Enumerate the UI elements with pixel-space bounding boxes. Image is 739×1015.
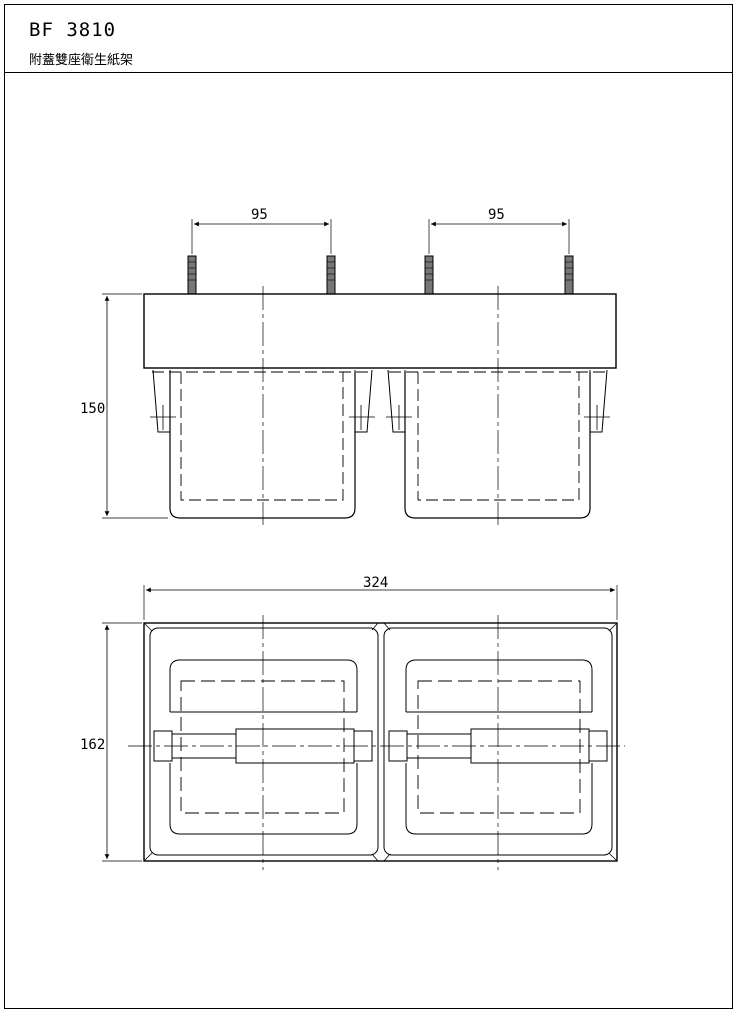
dim-label-95-right: 95 <box>488 207 505 223</box>
right-roll-top-hidden <box>417 680 581 814</box>
dim-324 <box>143 585 618 620</box>
dim-label-324: 324 <box>363 575 388 591</box>
left-panel <box>149 627 379 856</box>
left-lid <box>169 659 358 712</box>
dim-150 <box>102 293 168 519</box>
dim-label-95-left: 95 <box>251 207 268 223</box>
right-leg <box>589 369 608 433</box>
right-roll-hidden <box>417 372 580 501</box>
right-lid <box>405 659 593 712</box>
top-view <box>102 585 625 870</box>
model-number: BF 3810 <box>29 19 117 41</box>
mounting-bolts <box>187 255 574 295</box>
left-lower-frame <box>169 763 358 835</box>
dim-label-162: 162 <box>80 737 105 753</box>
center-left-leg <box>354 369 373 433</box>
outer-body <box>143 622 618 862</box>
right-roll-housing <box>404 372 591 519</box>
cover-block <box>143 293 617 369</box>
product-name: 附蓋雙座衛生紙架 <box>29 53 134 68</box>
center-right-leg <box>387 369 406 433</box>
title-block: BF 3810 附蓋雙座衛生紙架 <box>5 5 732 73</box>
dim-95-right <box>428 219 570 254</box>
left-roll-top-hidden <box>180 680 345 814</box>
right-lower-frame <box>405 763 593 835</box>
dim-162 <box>102 622 142 862</box>
dim-label-150: 150 <box>80 401 105 417</box>
dim-95-left <box>191 219 332 254</box>
front-view <box>102 219 617 525</box>
left-roll-hidden <box>180 372 344 501</box>
left-roll-housing <box>169 372 356 519</box>
left-leg <box>152 369 171 433</box>
drawing-sheet: BF 3810 附蓋雙座衛生紙架 <box>4 4 733 1009</box>
